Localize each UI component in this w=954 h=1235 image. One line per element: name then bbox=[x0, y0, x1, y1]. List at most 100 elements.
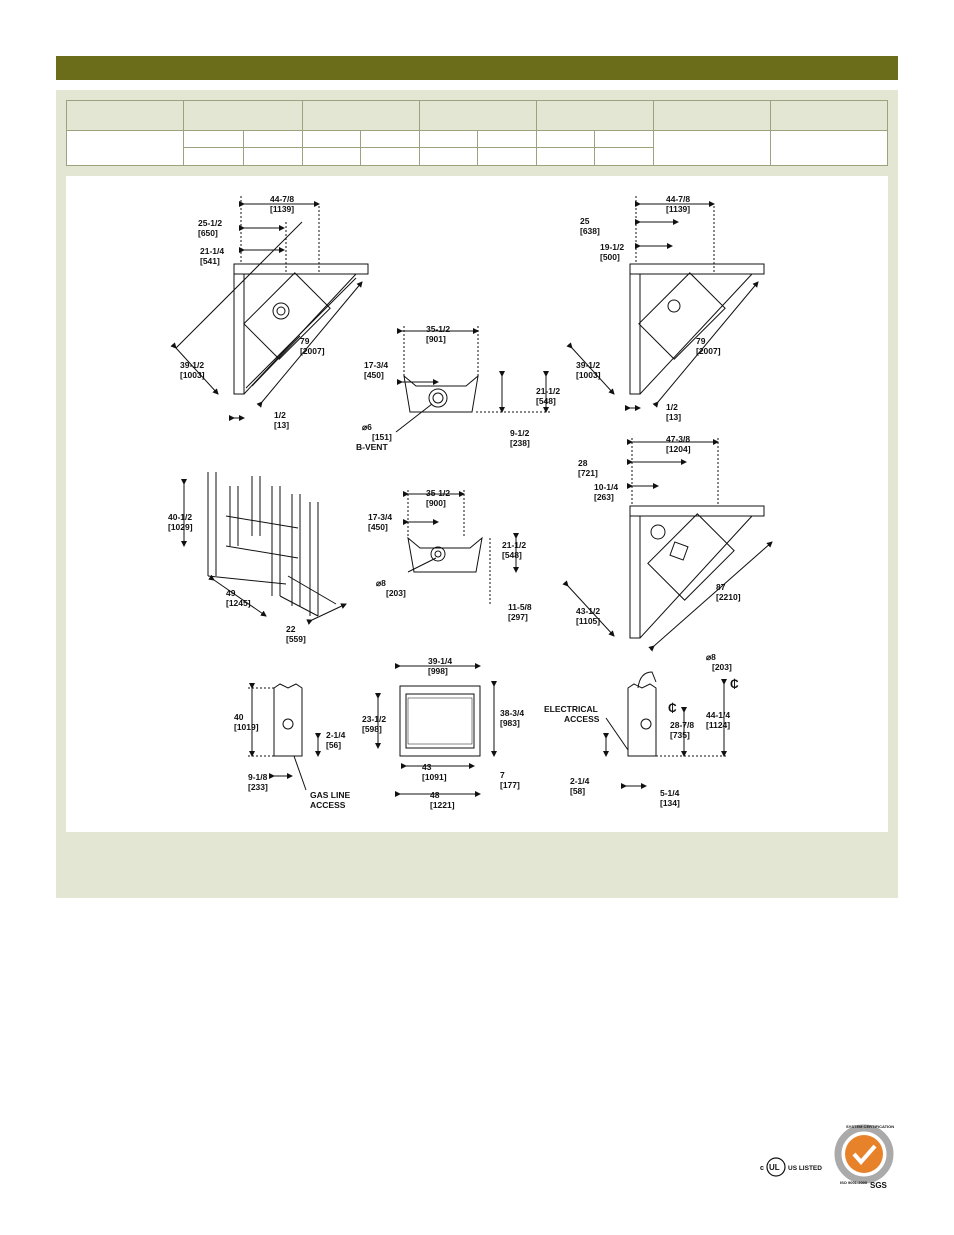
dim-label: [450] bbox=[364, 370, 384, 380]
dim-label: [1124] bbox=[706, 720, 730, 730]
table-divider bbox=[594, 131, 595, 165]
dim-label: 44-7/8 bbox=[666, 194, 690, 204]
dim-label: 25 bbox=[580, 216, 590, 226]
dim-label: [1029] bbox=[168, 522, 193, 532]
dimension-drawings: 44-7/8 [1139] 25-1/2 [650] 21-1/4 [541] … bbox=[66, 176, 888, 832]
dim-label: 2-1/4 bbox=[570, 776, 590, 786]
vent-mm-label: [151] bbox=[372, 432, 392, 442]
dim-label: [13] bbox=[666, 412, 681, 422]
certification-logos: c UL US LISTED SYSTEM CERTIFICATION ISO … bbox=[760, 1120, 900, 1190]
knockout bbox=[640, 718, 652, 730]
dim-label: 9-1/8 bbox=[248, 772, 268, 782]
dim-label: [548] bbox=[502, 550, 522, 560]
dim-label: 1/2 bbox=[666, 402, 678, 412]
dim-label: 40-1/2 bbox=[168, 512, 192, 522]
dim-label: 40 bbox=[234, 712, 244, 722]
dim-label: [1105] bbox=[576, 616, 600, 626]
dim-label: 44-7/8 bbox=[270, 194, 294, 204]
dim-label: 35-1/2 bbox=[426, 324, 450, 334]
dim-line bbox=[648, 541, 773, 652]
centerline-symbol: ₵ bbox=[730, 677, 739, 691]
dim-label: 39-1/4 bbox=[428, 656, 452, 666]
dim-label: [900] bbox=[426, 498, 446, 508]
dim-label: [450] bbox=[368, 522, 388, 532]
knockout bbox=[282, 718, 294, 730]
dim-label: [721] bbox=[578, 468, 598, 478]
dim-label: [56] bbox=[326, 740, 341, 750]
dim-label: [2210] bbox=[716, 592, 741, 602]
dim-label: [1204] bbox=[666, 444, 691, 454]
dim-label: 21-1/2 bbox=[502, 540, 526, 550]
table-divider bbox=[477, 131, 478, 165]
table-divider bbox=[302, 101, 303, 165]
dim-label: [650] bbox=[198, 228, 218, 238]
dim-label: [2007] bbox=[300, 346, 325, 356]
dim-label: [177] bbox=[500, 780, 520, 790]
dim-line bbox=[652, 281, 759, 408]
dim-label: [735] bbox=[670, 730, 690, 740]
sgs-certification-logo: SYSTEM CERTIFICATION ISO 9001:2000 SGS bbox=[834, 1124, 894, 1190]
vent-collar bbox=[430, 546, 446, 562]
dim-line bbox=[170, 342, 219, 395]
glass-opening bbox=[405, 693, 475, 749]
dim-label: [500] bbox=[600, 252, 620, 262]
dim-label: [58] bbox=[570, 786, 585, 796]
fireplace-face bbox=[639, 515, 753, 639]
dim-label: [1019] bbox=[234, 722, 259, 732]
dim-label: 7 bbox=[500, 770, 505, 780]
gas-access-label: ACCESS bbox=[310, 800, 346, 810]
dim-label: 11-5/8 bbox=[508, 602, 532, 612]
table-divider bbox=[183, 101, 184, 165]
dim-label: [983] bbox=[500, 718, 520, 728]
wall-framing bbox=[233, 263, 369, 275]
dim-label: [548] bbox=[536, 396, 556, 406]
dim-label: 47-3/8 bbox=[666, 434, 690, 444]
top-view-1 bbox=[395, 326, 552, 433]
centerline-symbol: ₵ bbox=[668, 701, 677, 715]
dim-label: [1139] bbox=[666, 204, 690, 214]
vent-diameter-label: ⌀6 bbox=[362, 422, 372, 432]
unit-side bbox=[273, 683, 303, 757]
dim-label: [1003] bbox=[576, 370, 601, 380]
dim-label: [203] bbox=[712, 662, 732, 672]
vent-elbow bbox=[637, 671, 657, 689]
dim-label: 38-3/4 bbox=[500, 708, 524, 718]
dim-label: [638] bbox=[580, 226, 600, 236]
dim-label: 21-1/4 bbox=[200, 246, 224, 256]
unit-front bbox=[399, 685, 481, 757]
logos-svg: c UL US LISTED SYSTEM CERTIFICATION ISO … bbox=[760, 1124, 894, 1190]
corner-install-view-1 bbox=[170, 196, 369, 421]
dim-label: 10-1/4 bbox=[594, 482, 618, 492]
unit-outline bbox=[407, 536, 483, 573]
dim-label: 35-1/2 bbox=[426, 488, 450, 498]
wall-framing bbox=[629, 515, 641, 639]
dim-label: 28 bbox=[578, 458, 588, 468]
dim-label: [2007] bbox=[696, 346, 721, 356]
dim-label: 43-1/2 bbox=[576, 606, 600, 616]
dim-label: 23-1/2 bbox=[362, 714, 386, 724]
vent-type-label: B-VENT bbox=[356, 442, 388, 452]
dim-label: 43 bbox=[422, 762, 432, 772]
dim-label: [13] bbox=[274, 420, 289, 430]
wall-framing bbox=[233, 273, 245, 395]
dim-label: ⌀8 bbox=[706, 652, 716, 662]
wall-framing bbox=[629, 273, 641, 395]
dim-label: [203] bbox=[386, 588, 406, 598]
dim-label: [901] bbox=[426, 334, 446, 344]
dim-label: [1091] bbox=[422, 772, 447, 782]
front-view bbox=[375, 663, 497, 797]
dim-label: [1003] bbox=[180, 370, 205, 380]
ul-c-mark: c bbox=[760, 1165, 764, 1172]
drawings-svg: 44-7/8 [1139] 25-1/2 [650] 21-1/4 [541] … bbox=[168, 194, 773, 810]
ul-listed-logo: c UL US LISTED bbox=[760, 1157, 822, 1177]
vent-box bbox=[669, 541, 689, 561]
electrical-access-label: ACCESS bbox=[564, 714, 600, 724]
dim-label: 17-3/4 bbox=[368, 512, 392, 522]
unit-side bbox=[627, 683, 657, 757]
dim-label: 49 bbox=[226, 588, 236, 598]
dim-label: [998] bbox=[428, 666, 448, 676]
vent-collar bbox=[650, 524, 666, 540]
dim-label: 5-1/4 bbox=[660, 788, 680, 798]
table-divider bbox=[360, 131, 361, 165]
header-bar bbox=[56, 56, 898, 80]
